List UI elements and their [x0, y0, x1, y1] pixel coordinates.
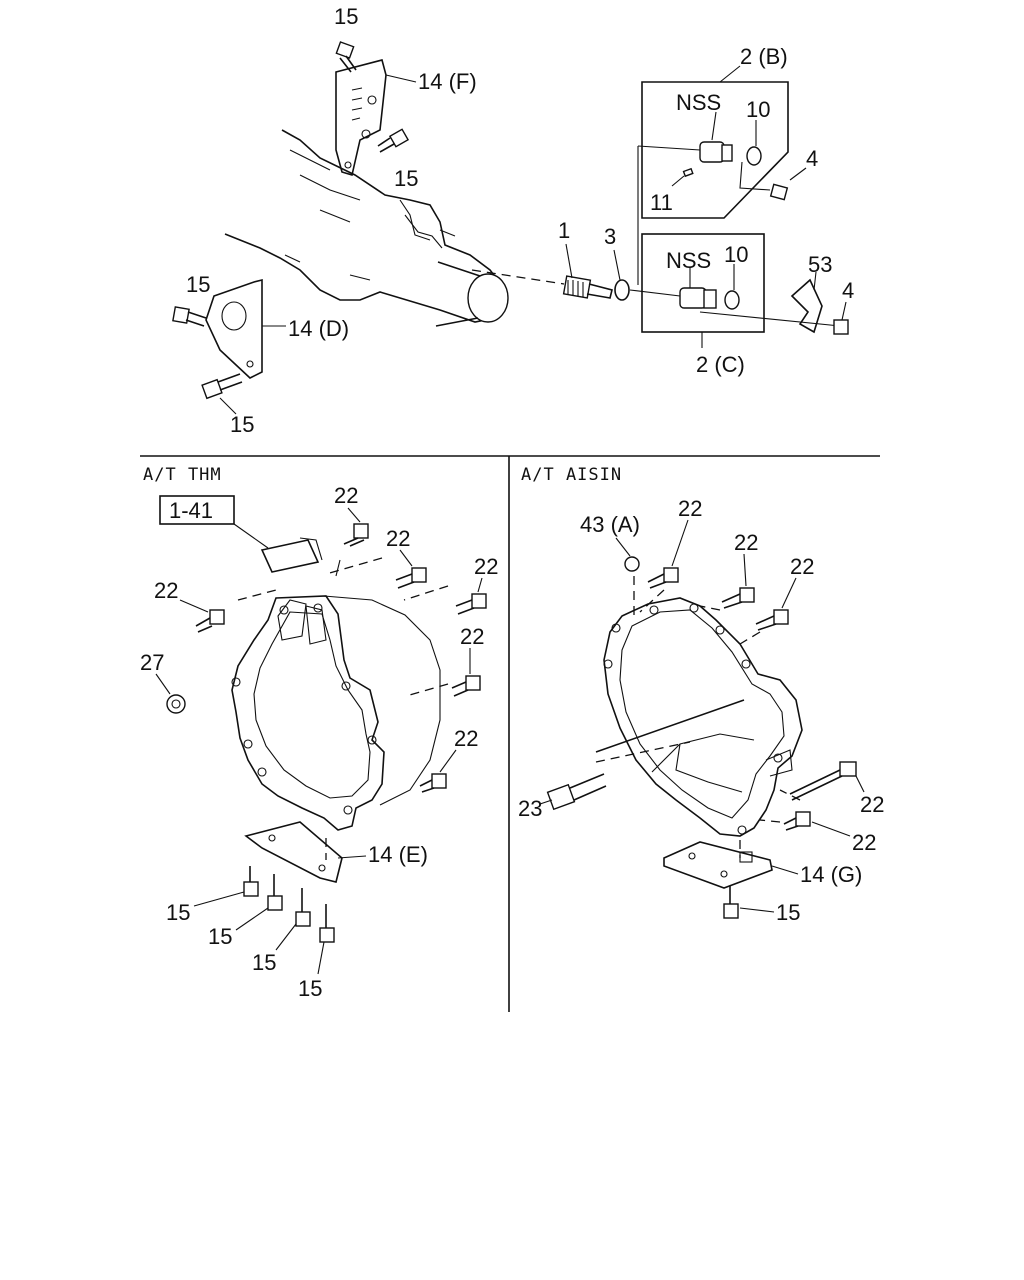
label-15: 15	[186, 272, 210, 297]
bolt-22-aisin-lower	[783, 811, 811, 831]
bolt-15-d-lower	[201, 373, 243, 400]
label-15: 15	[776, 900, 800, 925]
label-22: 22	[474, 554, 498, 579]
bolt-15-d-upper	[172, 306, 207, 327]
bolt-23	[546, 773, 607, 811]
bracket-14f	[335, 59, 387, 177]
label-53: 53	[808, 252, 832, 277]
label-27: 27	[140, 650, 164, 675]
bolt-22-thm-2	[395, 567, 427, 589]
plate-14g	[663, 841, 773, 889]
bolt-22-aisin-3	[755, 609, 789, 631]
bolt-22-thm-3	[455, 593, 487, 615]
clip-53	[790, 271, 823, 334]
label-14g: 14 (G)	[800, 862, 862, 887]
label-22: 22	[734, 530, 758, 555]
label-15: 15	[298, 976, 322, 1001]
label-14d: 14 (D)	[288, 316, 349, 341]
transmission-body	[224, 129, 509, 327]
o-ring-3	[614, 279, 630, 301]
bolt-22-aisin-2	[721, 587, 755, 609]
bolt-22-thm-5	[195, 609, 225, 633]
label-15: 15	[166, 900, 190, 925]
plate-14e	[244, 821, 343, 883]
washer-10-c	[724, 290, 740, 310]
label-11: 11	[650, 190, 673, 215]
label-15: 15	[334, 4, 358, 29]
bracket-14d	[205, 278, 263, 379]
bolt-4-c	[833, 301, 849, 335]
label-10: 10	[746, 97, 770, 122]
label-22: 22	[790, 554, 814, 579]
section-title-thm: A/T THM	[143, 465, 222, 485]
box-2c	[641, 233, 841, 348]
nut-43a	[624, 556, 640, 572]
label-22: 22	[852, 830, 876, 855]
section-title-aisin: A/T AISIN	[521, 465, 622, 485]
bolt-22-thm-1	[343, 523, 369, 547]
label-14e: 14 (E)	[368, 842, 428, 867]
label-22: 22	[678, 496, 702, 521]
label-10: 10	[724, 242, 748, 267]
bolt-15-aisin	[723, 886, 739, 919]
ref-box-label: 1-41	[169, 498, 213, 523]
label-2b: 2 (B)	[740, 44, 788, 69]
label-15: 15	[230, 412, 254, 437]
bolts-15-thm	[243, 866, 335, 943]
output-shaft-end	[467, 273, 509, 323]
label-43a: 43 (A)	[580, 512, 640, 537]
label-22: 22	[454, 726, 478, 751]
washer-10-b	[746, 146, 762, 166]
label-23: 23	[518, 796, 542, 821]
bolt-15-mid	[377, 128, 410, 153]
pipe-1-41	[260, 537, 323, 573]
label-22: 22	[860, 792, 884, 817]
label-nss: NSS	[666, 248, 711, 273]
label-15: 15	[394, 166, 418, 191]
speedometer-driven-gear-1	[562, 275, 613, 299]
bolt-22-aisin-long	[789, 761, 857, 801]
label-14f: 14 (F)	[418, 69, 477, 94]
ref-box	[159, 495, 235, 525]
label-1: 1	[558, 218, 570, 243]
label-15: 15	[252, 950, 276, 975]
label-4: 4	[842, 278, 854, 303]
label-2c: 2 (C)	[696, 352, 745, 377]
bell-housing-thm	[231, 557, 449, 860]
bolt-22-thm-6	[419, 773, 447, 793]
bell-housing-aisin	[595, 576, 803, 858]
label-3: 3	[604, 224, 616, 249]
label-4: 4	[806, 146, 818, 171]
box-2b	[637, 65, 807, 285]
label-22: 22	[334, 483, 358, 508]
nut-27	[166, 694, 186, 714]
label-22: 22	[154, 578, 178, 603]
label-22: 22	[386, 526, 410, 551]
label-15: 15	[208, 924, 232, 949]
label-22: 22	[460, 624, 484, 649]
bolt-22-aisin-1	[647, 567, 679, 589]
bolt-15-top	[335, 41, 357, 73]
label-nss: NSS	[676, 90, 721, 115]
bolt-22-thm-4	[451, 675, 481, 697]
